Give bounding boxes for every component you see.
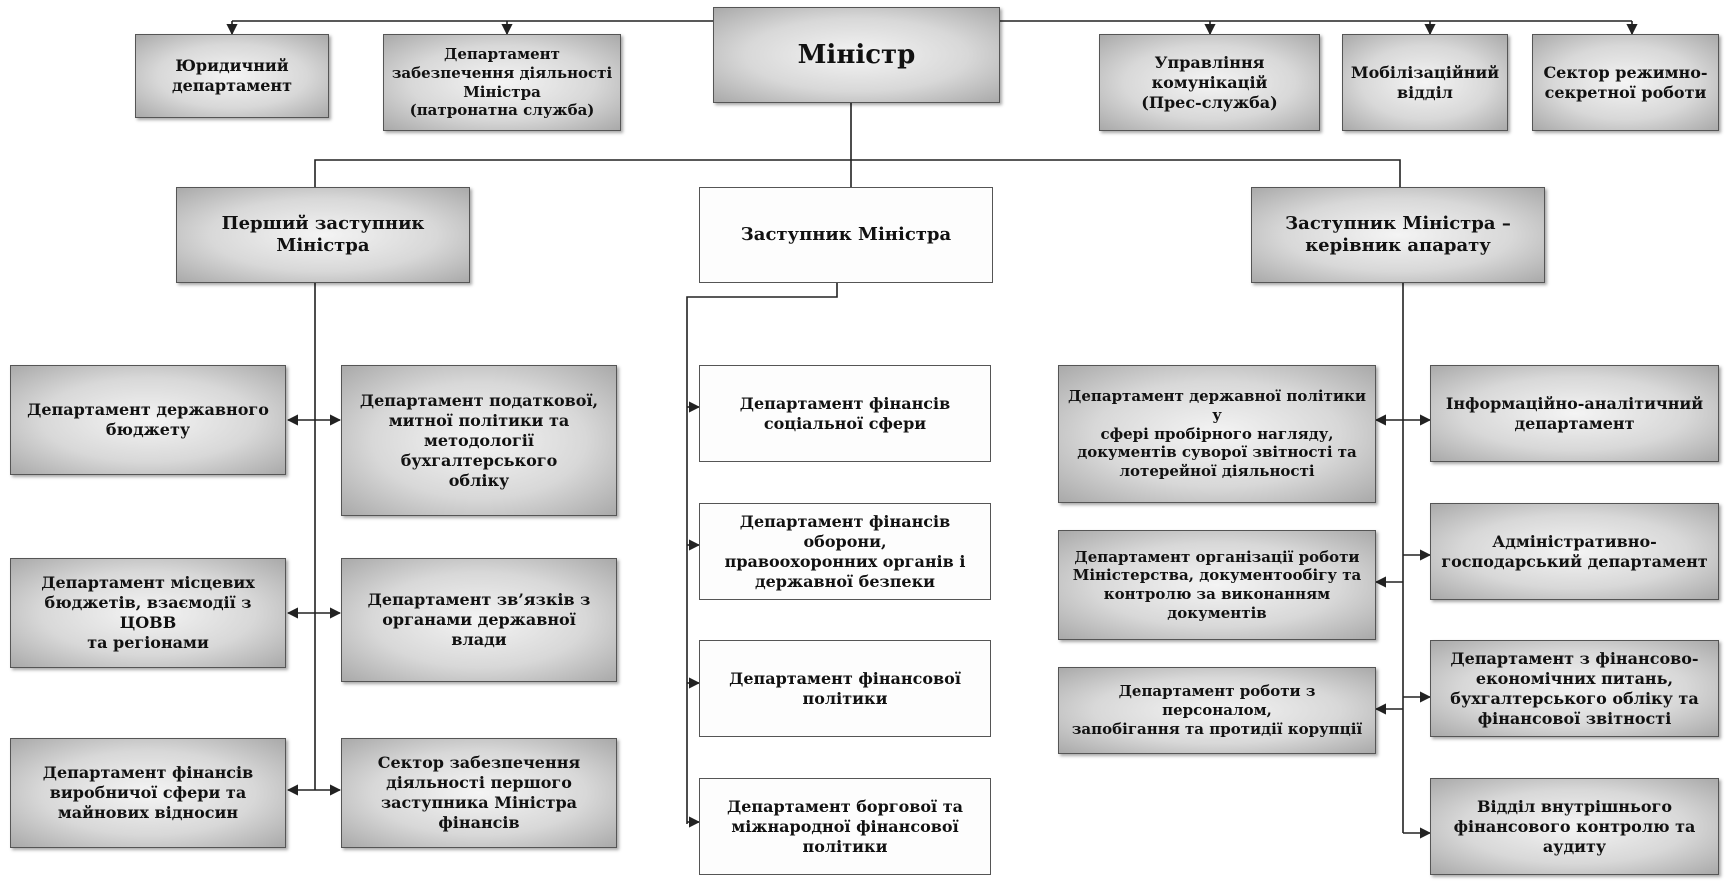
minister-support-department-box: Департамент забезпечення діяльності Міні…: [383, 34, 621, 131]
communications-office-label: Управління комунікацій (Прес-служба): [1141, 52, 1278, 112]
deputy-spine: [686, 283, 838, 824]
legal-department-label: Юридичний департамент: [171, 56, 293, 95]
secret-work-sector-box: Сектор режимно- секретної роботи: [1532, 34, 1719, 131]
admin-economic-department-label: Адміністративно- господарський департаме…: [1441, 531, 1708, 571]
govt-relations-department-box: Департамент зв’язків з органами державно…: [341, 558, 617, 682]
local-budgets-department-box: Департамент місцевих бюджетів, взаємодії…: [10, 558, 286, 668]
first-deputy-box: Перший заступник Міністра: [176, 187, 470, 283]
info-analytics-department-box: Інформаційно-аналітичний департамент: [1430, 365, 1719, 462]
local-budgets-department-label: Департамент місцевих бюджетів, взаємодії…: [41, 573, 255, 652]
deputies-bus-line: [314, 159, 1401, 187]
production-finance-department-box: Департамент фінансів виробничої сфери та…: [10, 738, 286, 848]
minister-label: Міністр: [797, 39, 916, 70]
first-deputy-support-sector-box: Сектор забезпечення діяльності першого з…: [341, 738, 617, 848]
deputy-minister-label: Заступник Міністра: [740, 223, 952, 245]
personnel-department-box: Департамент роботи з персоналом, запобіг…: [1058, 667, 1376, 754]
admin-economic-department-box: Адміністративно- господарський департаме…: [1430, 503, 1719, 600]
internal-audit-unit-box: Відділ внутрішнього фінансового контролю…: [1430, 778, 1719, 875]
secret-work-sector-label: Сектор режимно- секретної роботи: [1543, 62, 1708, 102]
first-deputy-label: Перший заступник Міністра: [221, 212, 425, 257]
production-finance-department-label: Департамент фінансів виробничої сфери та…: [42, 763, 254, 822]
social-finance-department-label: Департамент фінансів соціальної сфери: [739, 393, 951, 433]
communications-office-box: Управління комунікацій (Прес-служба): [1099, 34, 1320, 131]
govt-relations-department-label: Департамент зв’язків з органами державно…: [367, 590, 591, 649]
ministry-operations-department-box: Департамент організації роботи Міністерс…: [1058, 530, 1376, 640]
social-finance-department-box: Департамент фінансів соціальної сфери: [699, 365, 991, 462]
debt-policy-department-box: Департамент боргової та міжнародної фіна…: [699, 778, 991, 875]
tax-policy-department-label: Департамент податкової, митної політики …: [359, 390, 599, 490]
fin-econ-department-label: Департамент з фінансово- економічних пит…: [1450, 648, 1699, 728]
personnel-department-label: Департамент роботи з персоналом, запобіг…: [1071, 682, 1363, 738]
chief-of-staff-box: Заступник Міністра – керівник апарату: [1251, 187, 1545, 283]
legal-department-box: Юридичний департамент: [135, 34, 329, 118]
financial-policy-department-box: Департамент фінансової політики: [699, 640, 991, 737]
first-deputy-support-sector-label: Сектор забезпечення діяльності першого з…: [377, 753, 581, 832]
info-analytics-department-label: Інформаційно-аналітичний департамент: [1445, 393, 1704, 433]
internal-audit-unit-label: Відділ внутрішнього фінансового контролю…: [1453, 796, 1696, 856]
state-budget-department-box: Департамент державного бюджету: [10, 365, 286, 475]
ministry-operations-department-label: Департамент організації роботи Міністерс…: [1072, 547, 1362, 622]
minister-box: Міністр: [713, 7, 1000, 103]
assay-supervision-department-box: Департамент державної політики у сфері п…: [1058, 365, 1376, 503]
tax-policy-department-box: Департамент податкової, митної політики …: [341, 365, 617, 516]
defense-finance-department-label: Департамент фінансів оборони, правоохоро…: [724, 511, 966, 591]
fin-econ-department-box: Департамент з фінансово- економічних пит…: [1430, 640, 1719, 737]
financial-policy-department-label: Департамент фінансової політики: [729, 668, 961, 708]
mobilization-unit-label: Мобілізаційний відділ: [1350, 62, 1500, 102]
state-budget-department-label: Департамент державного бюджету: [27, 400, 269, 439]
minister-support-department-label: Департамент забезпечення діяльності Міні…: [391, 45, 613, 120]
deputy-minister-box: Заступник Міністра: [699, 187, 993, 283]
mobilization-unit-box: Мобілізаційний відділ: [1342, 34, 1508, 131]
defense-finance-department-box: Департамент фінансів оборони, правоохоро…: [699, 503, 991, 600]
debt-policy-department-label: Департамент боргової та міжнародної фіна…: [727, 796, 963, 856]
assay-supervision-department-label: Департамент державної політики у сфері п…: [1067, 387, 1366, 481]
chief-of-staff-label: Заступник Міністра – керівник апарату: [1285, 212, 1511, 257]
